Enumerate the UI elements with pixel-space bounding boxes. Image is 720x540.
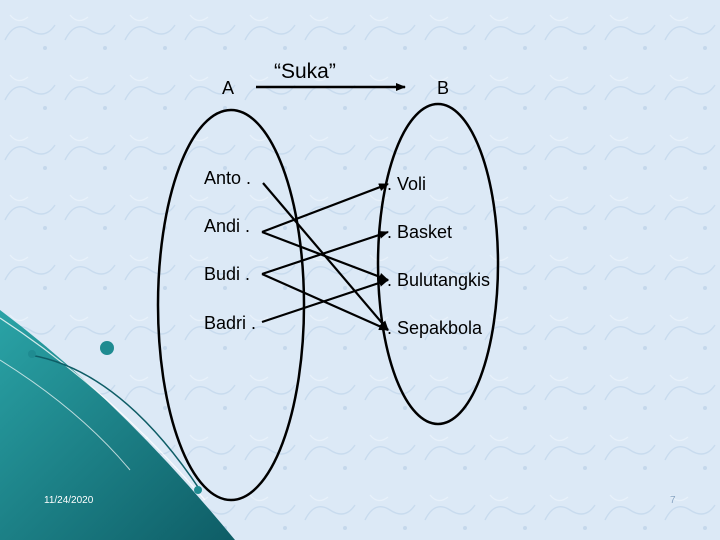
set-a-oval <box>156 108 306 502</box>
set-b-item-basket: . Basket <box>387 222 453 242</box>
teal-dot-bottom <box>194 486 202 494</box>
set-a-item-badri: Badri . <box>204 313 257 333</box>
set-b-item-sepakbola: . Sepakbola <box>387 318 483 338</box>
footer-date: 11/24/2020 <box>44 495 94 506</box>
teal-dot-small <box>28 350 36 358</box>
set-b-oval <box>376 102 500 426</box>
set-a-item-anto: Anto . <box>204 168 252 188</box>
set-b-name: B <box>437 78 450 98</box>
mapping-arrow-badri-bulutangkis <box>261 278 389 324</box>
relation-label: “Suka” <box>274 60 336 83</box>
mapping-arrow-andi-bulutangkis <box>261 230 389 282</box>
mapping-arrow-andi-voli <box>261 182 389 234</box>
page-number: 7 <box>670 495 676 506</box>
teal-dot-large <box>100 341 114 355</box>
set-a-name: A <box>222 78 235 98</box>
set-b-item-voli: . Voli <box>387 174 427 194</box>
set-a-item-budi: Budi . <box>204 264 251 284</box>
set-a-item-andi: Andi . <box>204 216 251 236</box>
set-b-item-bulutangkis: . Bulutangkis <box>387 270 491 290</box>
teal-wedge <box>0 310 235 540</box>
mapping-arrow-budi-basket <box>261 230 389 276</box>
